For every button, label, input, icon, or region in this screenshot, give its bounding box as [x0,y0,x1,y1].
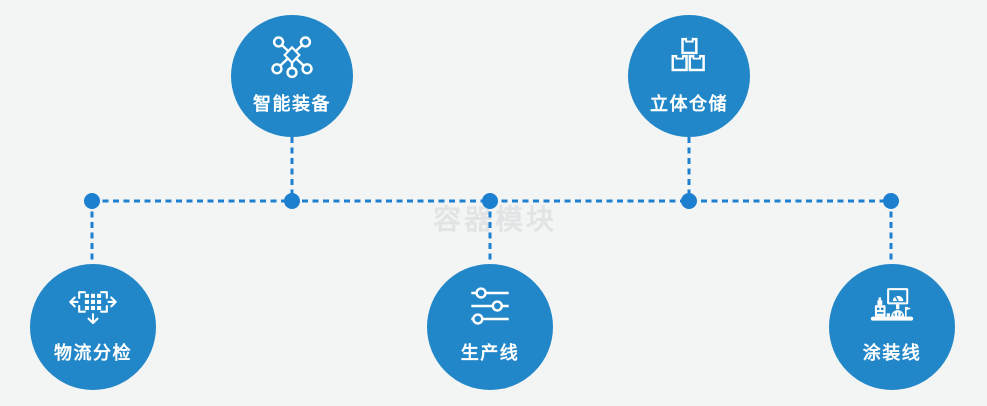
junction-dot [84,193,100,209]
node-label: 智能装备 [253,94,331,114]
junction-dot [284,193,300,209]
control-station-icon [866,280,918,332]
node-warehouse[interactable]: 立体仓储 [628,15,750,137]
node-painting-line[interactable]: 涂装线 [829,264,955,390]
stacked-boxes-icon [663,31,715,83]
node-label: 生产线 [460,343,520,363]
sorting-arrows-icon [67,280,119,332]
node-label: 涂装线 [862,343,922,363]
node-smart-equipment[interactable]: 智能装备 [231,15,353,137]
sliders-icon [464,280,516,332]
network-nodes-icon [266,31,318,83]
junction-dot [883,193,899,209]
node-label: 物流分检 [54,343,132,363]
junction-dot [681,193,697,209]
node-logistics-sorting[interactable]: 物流分检 [30,264,156,390]
node-production-line[interactable]: 生产线 [427,264,553,390]
watermark: 容器模块 [432,204,557,235]
node-label: 立体仓储 [650,94,728,114]
